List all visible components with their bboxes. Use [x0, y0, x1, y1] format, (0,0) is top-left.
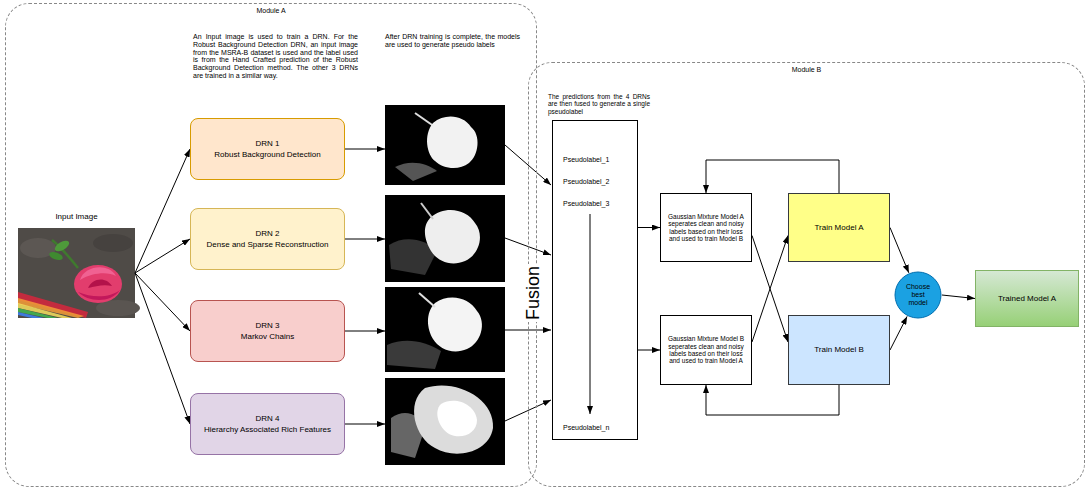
flow-arrow [345, 239, 385, 240]
flow-arrows [345, 145, 590, 424]
connector-arrow [135, 273, 190, 331]
train-text: Train Model B [814, 345, 864, 354]
rose-leaf [53, 239, 71, 254]
rose-petal [78, 290, 120, 300]
train-box: Train Model B [788, 315, 890, 385]
connector-arrow [135, 149, 190, 273]
connector-arrow [638, 350, 660, 351]
drn-method: Hierarchy Associated Rich Features [204, 425, 331, 434]
drn-title: DRN 2 [255, 229, 279, 238]
connector-arrow [942, 295, 975, 299]
gmm-box: Gaussian Mixture Model B seperates clean… [660, 315, 752, 385]
rose-photo [18, 228, 140, 318]
train-box: Train Model A [788, 193, 890, 262]
map-region [414, 385, 493, 453]
map-ground [385, 287, 505, 372]
gmm-box: Gaussian Mixture Model A seperates clean… [660, 193, 752, 262]
pseudolabel-map [385, 105, 505, 185]
drn-box: DRN 1 Robust Background Detection [190, 118, 345, 180]
drn-method: Dense and Sparse Reconstruction [207, 240, 329, 249]
gmm-text: Gaussian Mixture Model A seperates clean… [665, 213, 747, 243]
flow-arrow [345, 149, 385, 150]
drn-title: DRN 3 [255, 321, 279, 330]
pseudolabel-item: Pseudolabel_n [563, 424, 609, 432]
connector-arrow [752, 236, 788, 343]
connector-arrow [890, 316, 907, 350]
connector-arrow [706, 160, 839, 193]
sequence-arrow [590, 214, 591, 414]
pseudolabel-item: Pseudolabel_1 [563, 156, 609, 164]
pseudolabel-map [385, 195, 505, 282]
drn-title: DRN 1 [255, 139, 279, 148]
connector-arrow [638, 227, 660, 228]
map-ground [385, 378, 505, 465]
gmm-text: Gaussian Mixture Model B seperates clean… [665, 335, 747, 365]
connector-arrow [135, 273, 190, 424]
rainbow-stripe [18, 298, 84, 318]
connector-arrow [752, 236, 788, 343]
map-region [427, 117, 478, 168]
pseudolabel-item: Pseudolabel_3 [563, 200, 609, 208]
connector-arrow [890, 228, 909, 273]
rainbow-stripe [18, 308, 58, 318]
image-caption: Input Image [8, 212, 145, 221]
map-ground [385, 195, 505, 282]
map-region [419, 293, 435, 307]
rose-petal [80, 267, 116, 280]
input-image-frame: Input Image [18, 228, 135, 318]
rainbow-stripe [18, 303, 72, 318]
map-region [395, 163, 437, 181]
decision-circle: Choose best model [894, 271, 942, 319]
map-region [437, 401, 477, 436]
module-region: FusionPseudolabel_1Pseudolabel_2Pseudola… [528, 62, 1085, 487]
note-text: The predictions from the 4 DRNs are then… [548, 93, 650, 115]
rainbow-stripe [18, 312, 44, 318]
circle-outline [895, 272, 941, 318]
photo-texture [93, 234, 133, 252]
pseudolabel-map [385, 287, 505, 372]
module-title: Module A [6, 7, 536, 15]
flow-arrow [345, 424, 385, 425]
map-region [428, 297, 482, 351]
result-text: Trained Model A [998, 294, 1056, 303]
drn-method: Robust Background Detection [214, 150, 320, 159]
drn-box: DRN 2 Dense and Sparse Reconstruction [190, 208, 345, 270]
fusion-box: FusionPseudolabel_1Pseudolabel_2Pseudola… [552, 120, 638, 440]
drn-title: DRN 4 [255, 414, 279, 423]
pseudolabel-item: Pseudolabel_2 [563, 178, 609, 186]
pseudolabel-map [385, 378, 505, 465]
rose-bloom [74, 265, 122, 303]
connector-arrow [135, 239, 190, 273]
note-text: After DRN training is complete, the mode… [385, 33, 520, 49]
module-title: Module B [529, 66, 1084, 74]
map-ground [385, 105, 505, 185]
drn-box: DRN 3 Markov Chains [190, 300, 345, 362]
rose-petal [88, 279, 112, 288]
map-region [387, 341, 441, 369]
drn-box: DRN 4 Hierarchy Associated Rich Features [190, 393, 345, 455]
connector-arrow [706, 385, 839, 415]
result-box: Trained Model A [975, 270, 1079, 327]
decision-text: Choose best model [901, 283, 935, 307]
train-text: Train Model A [814, 223, 863, 232]
note-text: An Input image is used to train a DRN. F… [193, 33, 358, 80]
drn-method: Markov Chains [241, 332, 294, 341]
map-region [421, 203, 433, 219]
fusion-title: Fusion [524, 264, 542, 322]
rainbow-stripe [18, 292, 88, 318]
flow-arrow [345, 331, 385, 332]
rose-leaf [48, 250, 64, 261]
